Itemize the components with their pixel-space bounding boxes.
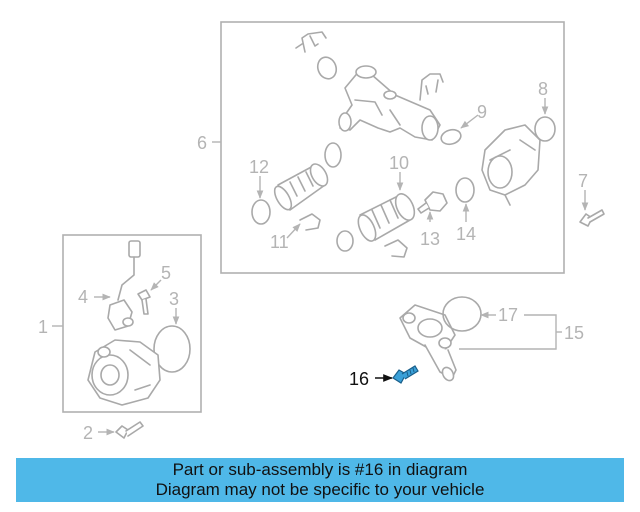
coolant-hose-10	[357, 193, 416, 242]
water-pump	[87, 339, 161, 406]
o-ring-8	[534, 116, 556, 142]
thermostat-housing	[481, 124, 541, 206]
o-ring-9	[440, 128, 462, 146]
coolant-hose-11	[273, 163, 329, 211]
coolant-outlet-flange	[399, 304, 457, 382]
retaining-clip-right	[419, 73, 444, 101]
hose-clamp-11	[299, 213, 321, 231]
o-ring-hose-10	[336, 230, 354, 252]
o-ring-upper	[316, 56, 338, 80]
banner-line-disclaimer: Diagram may not be specific to your vehi…	[155, 480, 485, 499]
callout-14: 14	[456, 224, 476, 244]
callout-13: 13	[420, 229, 440, 249]
callout-11: 11	[270, 232, 289, 252]
coolant-tee-connector	[338, 65, 441, 141]
parts-diagram: 6 8 9 7 12 10 13 14 11 1 2 3 4 5 17 15 1…	[38, 21, 605, 443]
bolt-5	[137, 289, 151, 315]
callout-4: 4	[78, 287, 88, 307]
temperature-sensor	[417, 191, 448, 214]
callout-7: 7	[578, 171, 588, 191]
callout-6: 6	[197, 133, 207, 153]
callout-5: 5	[161, 263, 171, 283]
bolt-2	[115, 421, 144, 439]
callout-9: 9	[477, 102, 487, 122]
o-ring-3	[153, 325, 191, 373]
callout-2: 2	[83, 423, 93, 443]
o-ring-14	[455, 177, 475, 203]
callout-8: 8	[538, 79, 548, 99]
bolt-7	[579, 209, 605, 227]
lower-assembly-frame	[62, 234, 202, 413]
banner-line-part: Part or sub-assembly is #16 in diagram	[172, 460, 468, 479]
gasket-17	[442, 296, 482, 332]
sensor-with-connector	[107, 240, 141, 331]
callout-10: 10	[389, 153, 409, 173]
upper-assembly-frame	[220, 21, 565, 274]
hose-clamp-10	[384, 239, 408, 258]
callout-12: 12	[249, 157, 269, 177]
retaining-clip-top	[295, 31, 327, 53]
o-ring-12	[251, 199, 271, 225]
callout-17: 17	[498, 305, 518, 325]
callout-1: 1	[38, 317, 48, 337]
bolt-16-highlighted	[392, 365, 419, 384]
callout-3: 3	[169, 289, 179, 309]
callout-15: 15	[564, 323, 584, 343]
o-ring-hose-top	[324, 142, 342, 168]
callout-16: 16	[349, 369, 369, 389]
part-info-banner: Part or sub-assembly is #16 in diagram D…	[16, 458, 624, 502]
